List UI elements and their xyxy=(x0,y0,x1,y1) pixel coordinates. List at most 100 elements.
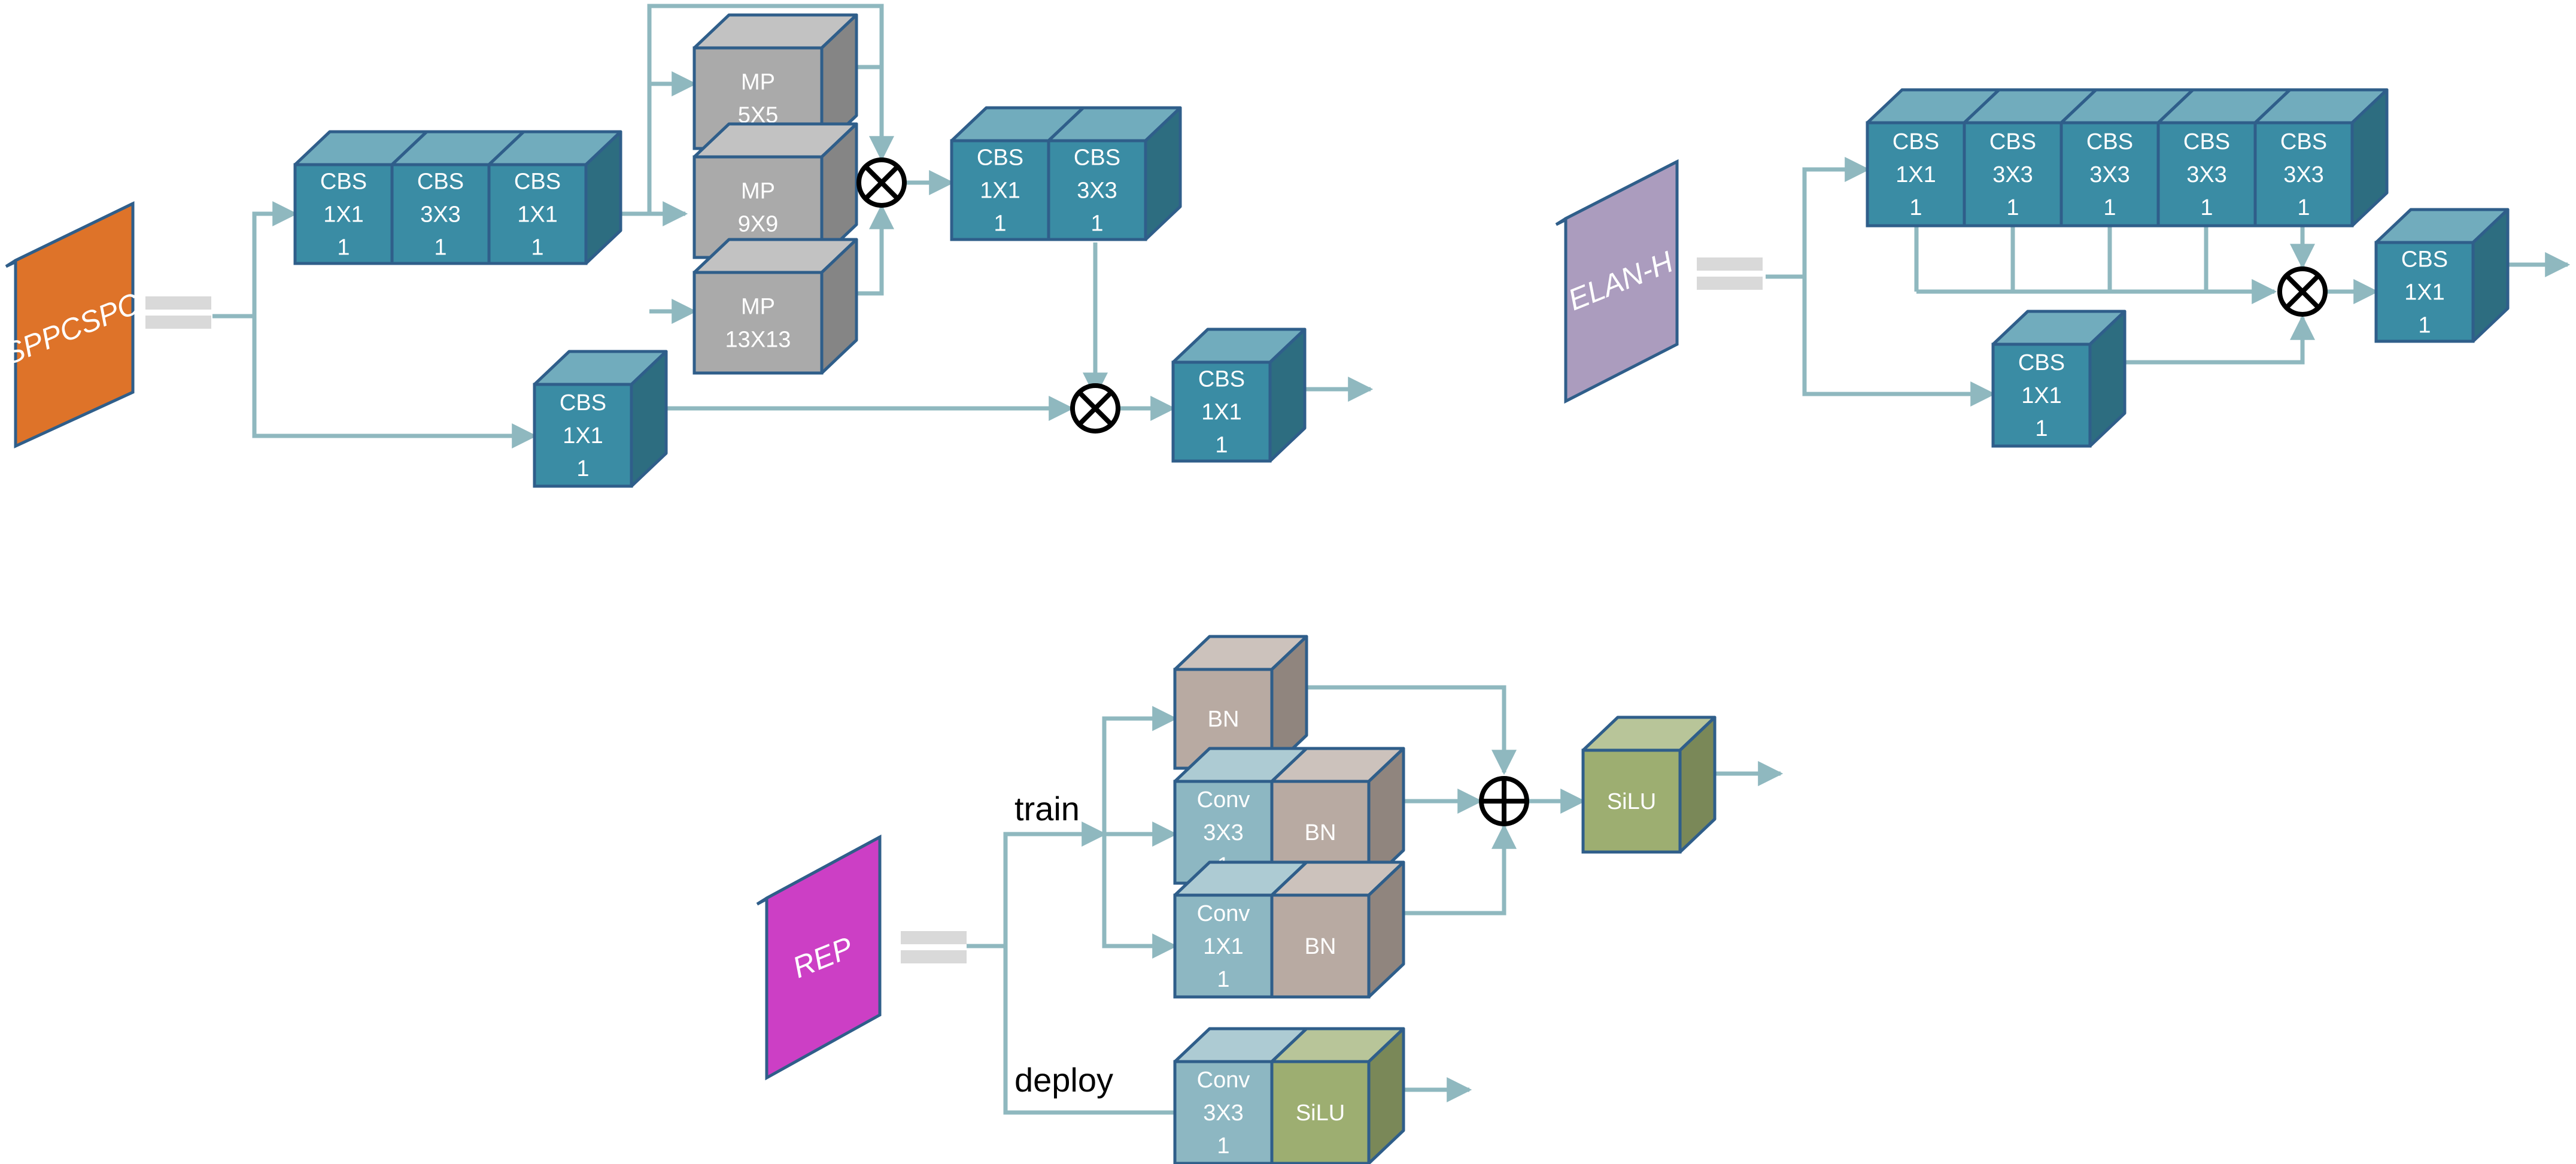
connectors xyxy=(212,4,2571,1115)
sppc-cbs-shortcut-label-2: 1 xyxy=(576,456,589,481)
sppc-cbs-shortcut-label-1: 1X1 xyxy=(563,423,603,448)
sppc-cbs-after-0-label-2: 1 xyxy=(994,211,1006,237)
rep-deploy-silu: SiLU xyxy=(1270,1027,1405,1164)
elan-cbs-out-label-0: CBS xyxy=(2401,247,2448,272)
blocks: SPPCSPCCBS1X11CBS3X31CBS1X11MP5X5MP9X9MP… xyxy=(0,13,2510,1164)
rep-deploy-silu-front-face xyxy=(1270,1060,1371,1164)
labels: train deploy xyxy=(1014,790,1113,1099)
elan-branch-out xyxy=(2124,314,2315,365)
sppc-cbs-row-0-label-0: CBS xyxy=(320,169,367,195)
rep-bn-mid: BN xyxy=(1270,747,1405,885)
elan-cbs-row-2-label-2: 1 xyxy=(2103,195,2116,220)
sppcspc-tag-face xyxy=(14,201,135,448)
sppc-cbs-after-0-label-1: 1X1 xyxy=(980,178,1020,204)
rep-bn-bot-label-0: BN xyxy=(1305,934,1336,959)
elan-cbs-row-4-label-1: 3X3 xyxy=(2283,162,2324,187)
sppcspc-tag: SPPCSPC xyxy=(0,201,145,448)
rep-bn-top-out xyxy=(1303,685,1517,775)
elanh-connector-bars xyxy=(1697,257,1763,290)
elan-cbs-row-1-label-0: CBS xyxy=(1989,129,2036,154)
sppc-cbs-after-1-label-2: 1 xyxy=(1090,211,1103,237)
elan-cbs-out-label-1: 1X1 xyxy=(2404,280,2445,305)
sppc-cbs-shortcut-front-face xyxy=(533,383,633,488)
elan-cbs-row-4-label-2: 1 xyxy=(2297,195,2310,220)
sppc-to-cbs-row xyxy=(252,201,298,316)
sppc-cbs-after-0-front-face xyxy=(950,139,1050,241)
rep-bn-bot-front-face xyxy=(1270,893,1371,999)
sppc-cbs-row-0-front-face xyxy=(293,163,394,265)
sppc-mp-1-label-0: MP xyxy=(741,179,775,204)
rep-tag-face xyxy=(765,834,882,1081)
rep-deploy-label: deploy xyxy=(1014,1061,1113,1099)
elanh-tag-face xyxy=(1564,159,1679,404)
sppc-cbs-after-1-label-0: CBS xyxy=(1074,146,1120,171)
sppcspc-connector-bars xyxy=(145,296,211,329)
rep-deploy-conv-label-0: Conv xyxy=(1197,1068,1250,1093)
sppc-cbs-after-1: CBS 3X3 1 xyxy=(1047,106,1182,241)
sppc-cbs-after-1-front-face xyxy=(1047,139,1147,241)
rep-conv1-label-2: 1 xyxy=(1217,967,1229,992)
rep-to-conv1 xyxy=(1102,834,1178,959)
rep-conv1-label-0: Conv xyxy=(1197,901,1250,926)
elan-to-branch xyxy=(1802,277,1996,407)
elan-cbs-row-3-label-0: CBS xyxy=(2183,129,2230,154)
rep-bn-bot-out xyxy=(1401,823,1517,916)
sppc-concat-op xyxy=(856,157,907,208)
sppc-cbs-row-2-label-2: 1 xyxy=(531,235,543,260)
sppc-cbs-shortcut: CBS 1X1 1 xyxy=(533,350,668,488)
sppc-cbs-out-label-1: 1X1 xyxy=(1201,400,1242,425)
sppc-cbs-row-2-label-1: 1X1 xyxy=(517,202,558,228)
rep-conv3-label-1: 3X3 xyxy=(1203,820,1244,845)
elan-cbs-row-3-front-face xyxy=(2156,121,2257,228)
sppc-mp-0-label-0: MP xyxy=(741,70,775,95)
rep-deploy-conv-label-1: 3X3 xyxy=(1203,1101,1244,1126)
elan-cbs-row-1-front-face xyxy=(1963,121,2063,228)
elan-cbs-branch-label-0: CBS xyxy=(2018,350,2065,375)
elan-cbs-row-1-label-2: 1 xyxy=(2006,195,2019,220)
sppc-mp-2-label-0: MP xyxy=(741,295,775,320)
rep-conv1-front-face xyxy=(1173,893,1274,999)
sppc-cbs-row-0-label-1: 1X1 xyxy=(323,202,364,228)
elan-cbs-row-2-label-1: 3X3 xyxy=(2089,162,2130,187)
sppc-cbs-row-1-label-2: 1 xyxy=(434,235,446,260)
sppc-to-shortcut xyxy=(252,316,537,448)
rep-deploy-conv-front-face xyxy=(1173,1060,1274,1164)
rep-add-op xyxy=(1479,776,1529,826)
elan-cbs-row-0-label-0: CBS xyxy=(1892,129,1939,154)
sppc-mp-1: MP 9X9 xyxy=(692,122,858,259)
sppc-mp-2-front-face xyxy=(692,271,824,375)
rep-deploy-silu-label-0: SiLU xyxy=(1296,1101,1345,1126)
sppc-cbs-row-1-label-1: 3X3 xyxy=(420,202,461,228)
rep-conv3-label-0: Conv xyxy=(1197,787,1250,813)
rep-bn-mid-label-0: BN xyxy=(1305,820,1336,845)
rep-train-label: train xyxy=(1014,790,1080,827)
sppc-cbs-row-1-front-face xyxy=(390,163,491,265)
sppc-mp-2-label-1: 13X13 xyxy=(725,328,791,353)
sppc-cbs-shortcut-label-0: CBS xyxy=(560,390,606,416)
elan-cbs-row-0-label-1: 1X1 xyxy=(1895,162,1936,187)
elan-cbs-row-3-label-2: 1 xyxy=(2200,195,2213,220)
sppc-cbs-row-0-label-2: 1 xyxy=(337,235,350,260)
rep-conv1-label-1: 1X1 xyxy=(1203,934,1244,959)
elan-concat-op xyxy=(2277,266,2328,317)
elanh-tag: ELAN-H xyxy=(1555,159,1679,404)
elan-cbs-row-4-front-face xyxy=(2253,121,2354,228)
sppc-cbs-out-front-face xyxy=(1171,360,1272,463)
sppc-cbs-after-1-label-1: 3X3 xyxy=(1077,178,1117,204)
rep-deploy-conv-label-2: 1 xyxy=(1217,1133,1229,1159)
sppc-mult-op xyxy=(1070,383,1120,434)
elan-cbs-branch-label-2: 1 xyxy=(2035,416,2048,441)
sppc-cbs-row-1-label-0: CBS xyxy=(417,169,464,195)
sppc-mp-1-label-1: 9X9 xyxy=(738,212,779,237)
rep-tag: REP xyxy=(756,834,882,1081)
elan-cbs-row-2-label-0: CBS xyxy=(2086,129,2133,154)
rep-deploy-trunk xyxy=(1003,946,1175,1115)
elan-to-row xyxy=(1802,157,1870,277)
